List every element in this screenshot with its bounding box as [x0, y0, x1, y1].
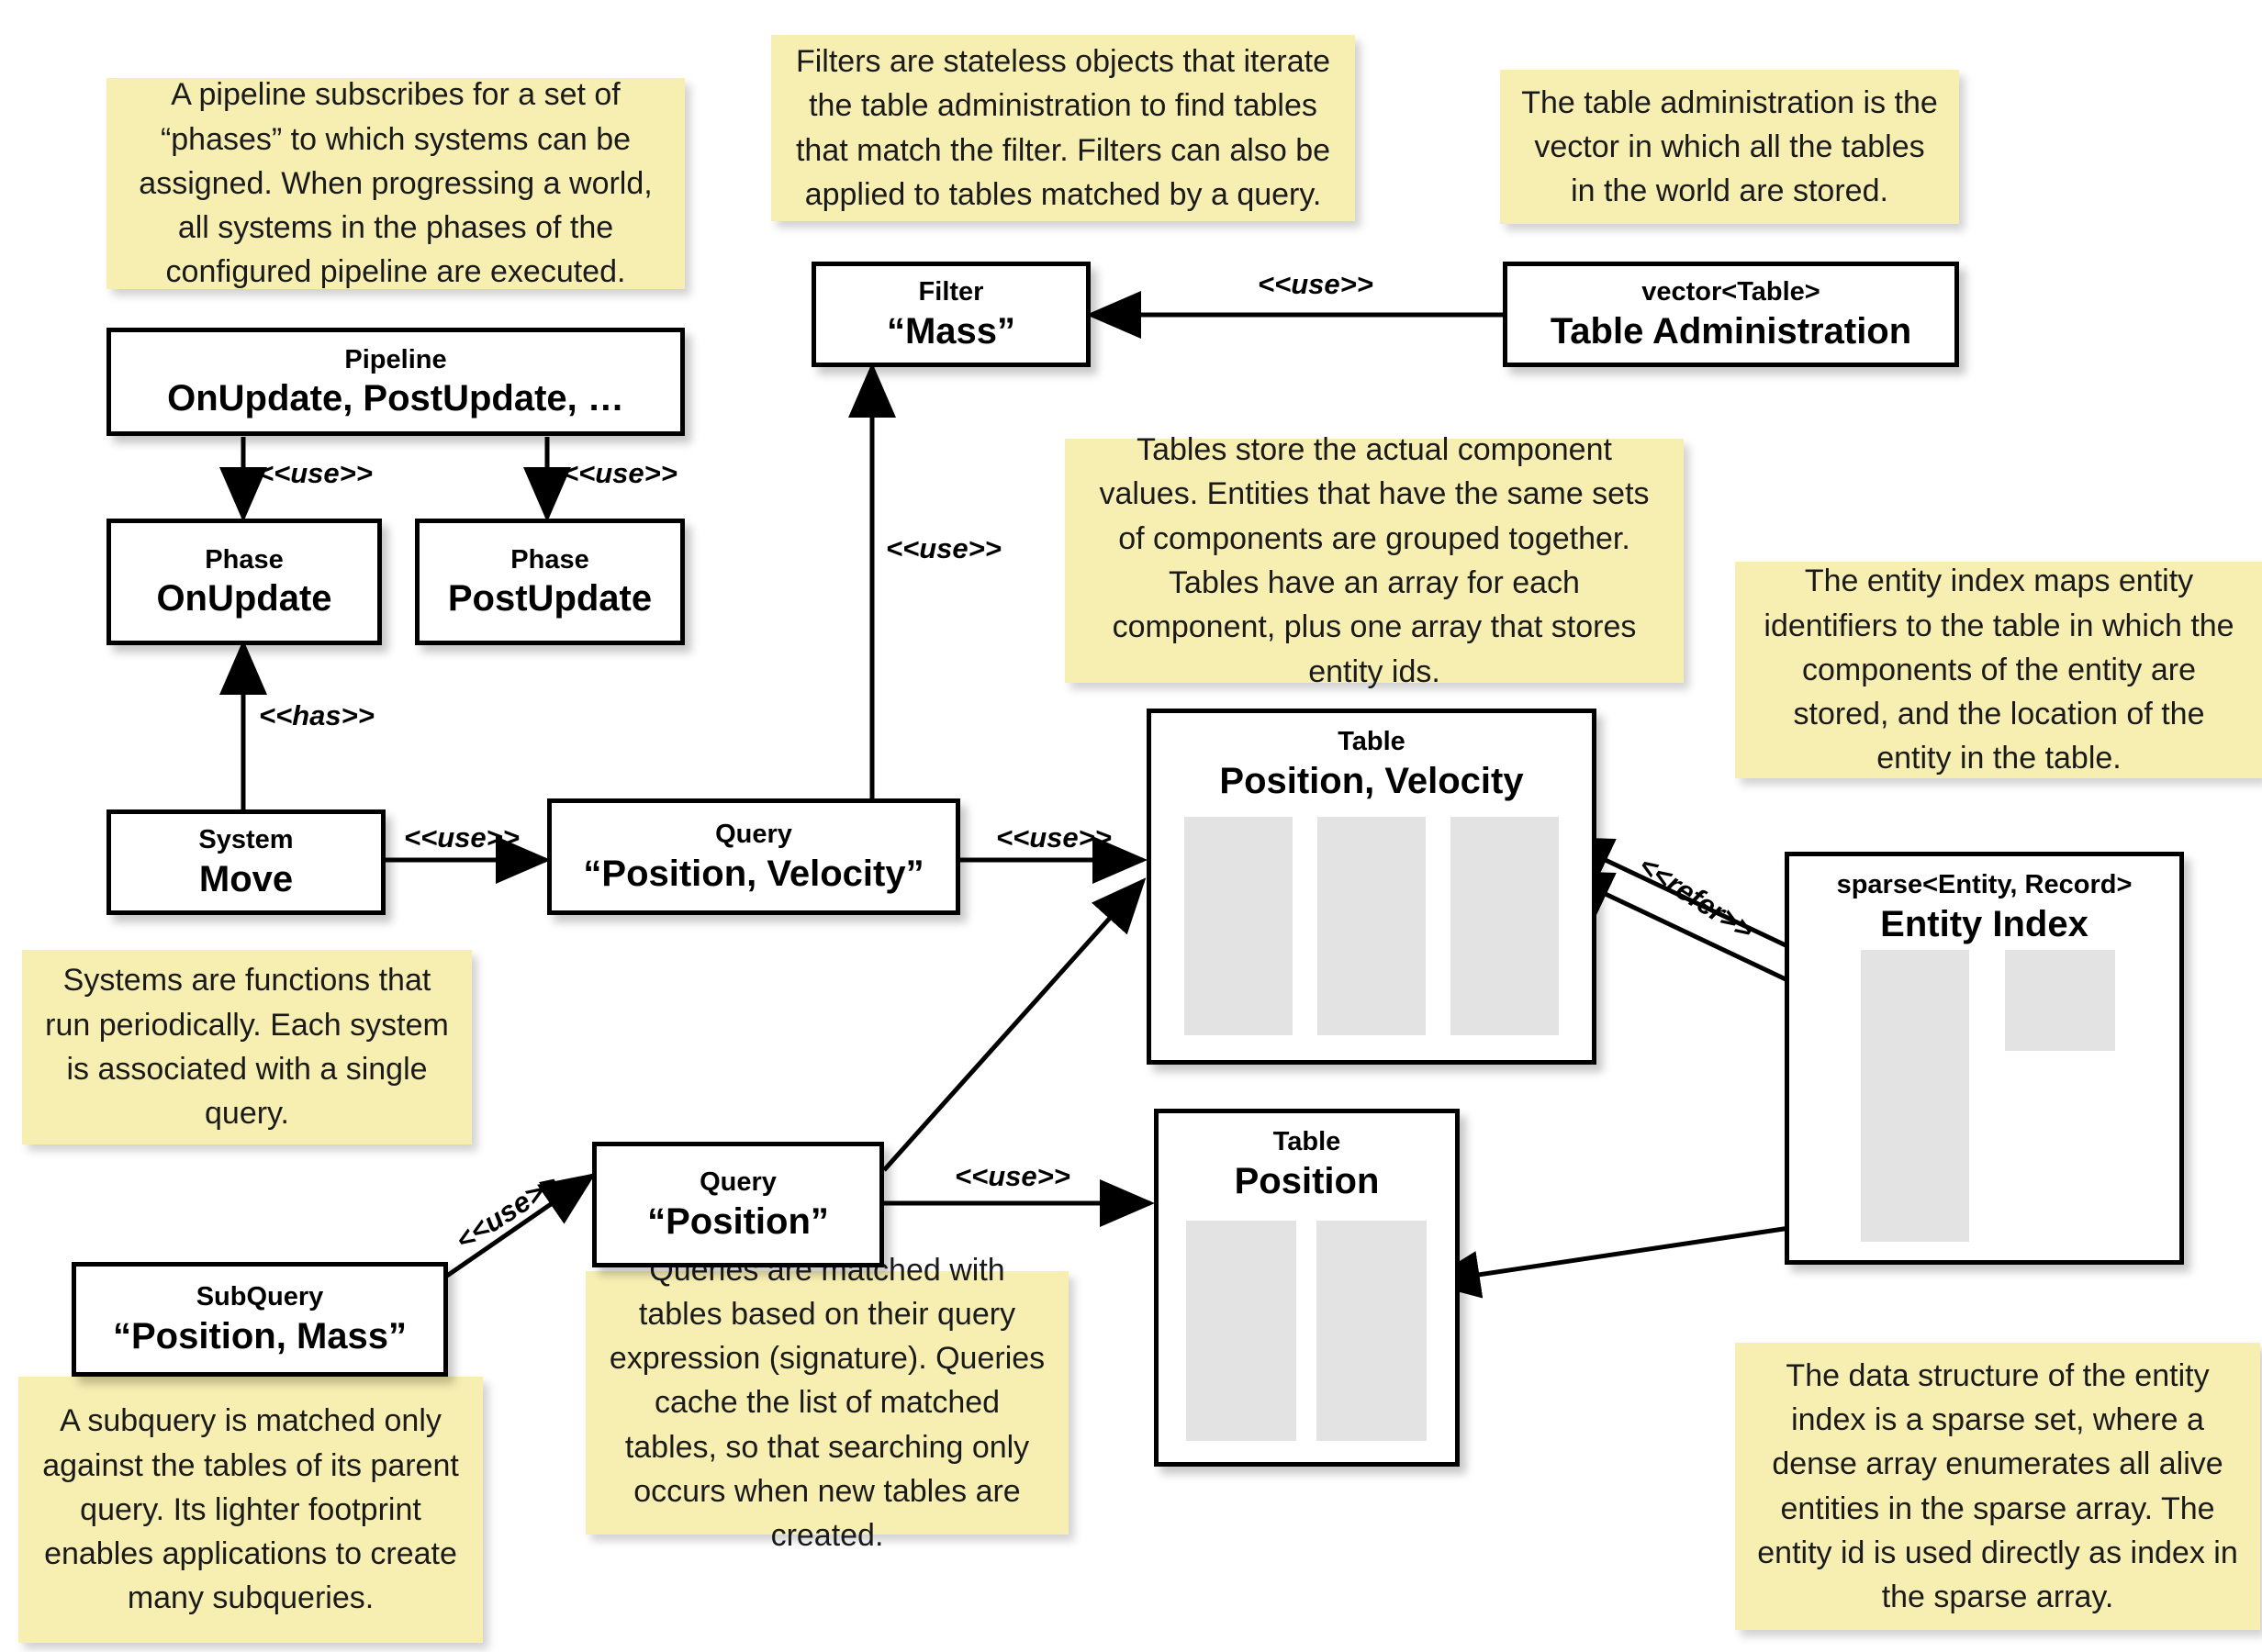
box-table-position-stereotype: Table — [1272, 1127, 1341, 1156]
note-table-admin: The table administration is the vector i… — [1500, 70, 1959, 224]
connector-querypos-tableposvel — [882, 877, 1147, 1172]
box-entity-index[interactable]: sparse<Entity, Record> Entity Index — [1785, 852, 2184, 1265]
box-query-position-velocity-stereotype: Query — [715, 820, 792, 850]
box-query-position-velocity-name: “Position, Velocity” — [583, 853, 924, 894]
note-sparse-set: The data structure of the entity index i… — [1735, 1343, 2260, 1630]
box-phase-postupdate-name: PostUpdate — [447, 578, 653, 620]
note-subquery: A subquery is matched only against the t… — [18, 1377, 483, 1643]
table-position-arrays — [1186, 1221, 1427, 1441]
entity-id-array-column — [1450, 817, 1559, 1035]
box-system-move[interactable]: System Move — [106, 809, 386, 915]
box-phase-postupdate[interactable]: Phase PostUpdate — [415, 519, 685, 645]
box-subquery[interactable]: SubQuery “Position, Mass” — [72, 1262, 448, 1377]
note-system: Systems are functions that run periodica… — [22, 950, 472, 1144]
note-table: Tables store the actual component values… — [1065, 432, 1684, 689]
box-system-move-stereotype: System — [198, 825, 294, 855]
box-filter-mass-stereotype: Filter — [918, 277, 984, 307]
box-table-administration-name: Table Administration — [1550, 310, 1912, 352]
table-position-velocity-arrays — [1184, 817, 1559, 1035]
box-pipeline-name: OnUpdate, PostUpdate, … — [167, 378, 624, 419]
box-query-position-stereotype: Query — [700, 1167, 777, 1198]
box-phase-postupdate-stereotype: Phase — [510, 544, 589, 575]
box-table-position-velocity-name: Position, Velocity — [1219, 760, 1524, 801]
entity-index-sparse-array — [1861, 950, 1969, 1242]
box-pipeline[interactable]: Pipeline OnUpdate, PostUpdate, … — [106, 328, 685, 436]
component-array-column — [1184, 817, 1293, 1035]
box-table-position-velocity-stereotype: Table — [1338, 727, 1405, 756]
edge-label-pipeline-onupdate: <<use>> — [257, 457, 373, 489]
box-entity-index-head: sparse<Entity, Record> Entity Index — [1789, 856, 2179, 943]
edge-label-system-phase: <<has>> — [259, 699, 375, 731]
box-query-position-name: “Position” — [647, 1200, 829, 1242]
box-filter-mass[interactable]: Filter “Mass” — [812, 262, 1091, 367]
box-phase-onupdate[interactable]: Phase OnUpdate — [106, 519, 382, 645]
box-table-administration-stereotype: vector<Table> — [1641, 277, 1820, 307]
box-table-administration[interactable]: vector<Table> Table Administration — [1503, 262, 1959, 367]
box-phase-onupdate-stereotype: Phase — [205, 544, 284, 575]
box-table-position-head: Table Position — [1159, 1113, 1455, 1200]
box-table-position-name: Position — [1234, 1160, 1380, 1201]
edge-label-index-table: <<refer>> — [1632, 849, 1760, 947]
box-subquery-stereotype: SubQuery — [196, 1282, 324, 1312]
box-entity-index-name: Entity Index — [1880, 903, 2088, 944]
note-entity-index: The entity index maps entity identifiers… — [1735, 562, 2262, 778]
box-system-move-name: Move — [198, 858, 294, 899]
edge-label-pipeline-postupdate: <<use>> — [562, 457, 677, 489]
box-entity-index-stereotype: sparse<Entity, Record> — [1836, 870, 2133, 899]
box-pipeline-stereotype: Pipeline — [344, 344, 447, 374]
box-subquery-name: “Position, Mass” — [112, 1315, 408, 1356]
note-filter: Filters are stateless objects that itera… — [771, 35, 1355, 221]
box-query-position-velocity[interactable]: Query “Position, Velocity” — [547, 798, 960, 915]
edge-label-querypos-tablepos: <<use>> — [955, 1160, 1070, 1192]
component-array-column — [1317, 817, 1426, 1035]
component-array-column — [1186, 1221, 1296, 1441]
edge-label-subquery-query: <<use>> — [450, 1166, 565, 1257]
box-filter-mass-name: “Mass” — [886, 310, 1016, 352]
edge-label-system-query: <<use>> — [404, 821, 520, 854]
box-phase-onupdate-name: OnUpdate — [156, 578, 332, 620]
edge-label-query-table: <<use>> — [996, 821, 1112, 854]
edge-label-query-filter: <<use>> — [886, 532, 1002, 564]
box-table-position-velocity-head: Table Position, Velocity — [1151, 713, 1592, 800]
entity-id-array-column — [1316, 1221, 1427, 1441]
note-query: Queries are matched with tables based on… — [586, 1253, 1069, 1553]
edge-label-admin-filter: <<use>> — [1258, 268, 1373, 300]
entity-index-dense-array — [2005, 950, 2115, 1051]
box-query-position[interactable]: Query “Position” — [592, 1142, 884, 1267]
note-pipeline: A pipeline subscribes for a set of “phas… — [106, 77, 685, 289]
